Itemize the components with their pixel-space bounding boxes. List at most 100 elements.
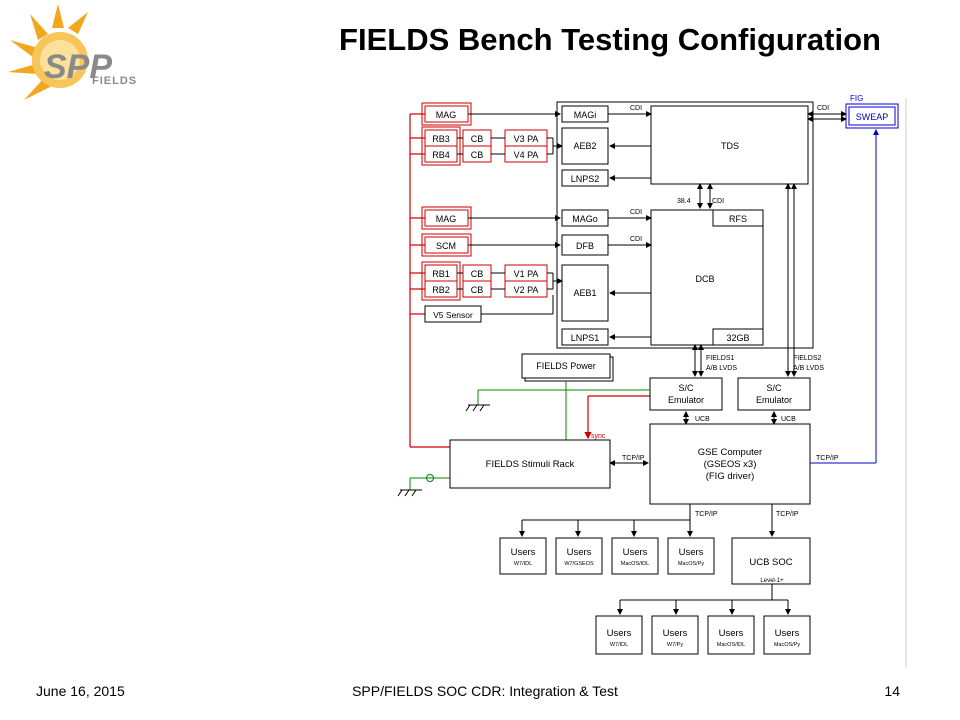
fields2-label: FIELDS2	[793, 355, 822, 362]
aeb2-label: AEB2	[573, 141, 596, 151]
mag-top-label: MAG	[436, 110, 457, 120]
sc-emulator-1-box	[649, 377, 723, 411]
sweap-label: SWEAP	[856, 112, 889, 122]
magi-label: MAGi	[574, 110, 597, 120]
lnps1-label: LNPS1	[571, 333, 600, 343]
tds-box	[650, 105, 809, 185]
users-row2-label-3: Users	[719, 628, 744, 639]
v5-label: V5 Sensor	[433, 310, 473, 320]
ucb-label-2: UCB	[781, 416, 796, 423]
slide-title: FIELDS Bench Testing Configuration	[339, 22, 881, 57]
tcpip-users-label: TCP/IP	[695, 511, 718, 518]
logo-text: SPP	[44, 48, 112, 86]
rb2-label: RB2	[432, 285, 450, 295]
users-row2-sub-4: MacOS/Py	[774, 642, 801, 648]
users-row2-box-2	[651, 615, 699, 655]
rb4-label: RB4	[432, 150, 450, 160]
rate-label: 38.4	[677, 198, 691, 205]
users-row1-box-2	[555, 537, 603, 575]
cdi-label-5: CDI	[817, 105, 829, 112]
fig-label: FIG	[850, 94, 863, 103]
dcb-box	[650, 209, 764, 346]
lnps2-label: LNPS2	[571, 174, 600, 184]
fields-power-label: FIELDS Power	[536, 361, 596, 371]
users-row2-sub-2: W7/Py	[667, 642, 683, 648]
fields-enclosure	[556, 101, 814, 349]
logo-subtext: FIELDS	[92, 75, 137, 87]
lnps2-box	[561, 169, 609, 187]
sc-emulator-2-line1: S/C	[766, 383, 782, 393]
tcpip-sweap-label: TCP/IP	[816, 455, 839, 462]
ucb-soc-label: UCB SOC	[749, 557, 792, 568]
users-row1-box-4	[667, 537, 715, 575]
mag-mid-label: MAG	[436, 214, 457, 224]
sync-label: sync	[591, 433, 606, 440]
users-row2-box-1	[595, 615, 643, 655]
aeb1-box	[561, 264, 609, 322]
gse-line3: (FIG driver)	[706, 471, 755, 482]
users-row1-sub-3: MacOS/IDL	[621, 561, 649, 567]
cdi-label-1: CDI	[630, 105, 642, 112]
users-row1-sub-1: W7/IDL	[514, 561, 532, 567]
fields-power-box	[521, 353, 611, 379]
stimuli-rack-label: FIELDS Stimuli Rack	[486, 459, 575, 470]
v3pa-label: V3 PA	[514, 134, 539, 144]
sc-emulator-1-line2: Emulator	[668, 395, 704, 405]
cb1-label: CB	[471, 134, 484, 144]
cb3-label: CB	[471, 269, 484, 279]
users-row1-label-3: Users	[623, 547, 648, 558]
footer-date: June 16, 2015	[36, 683, 125, 699]
v4pa-label: V4 PA	[514, 150, 539, 160]
sun-rays	[8, 4, 88, 100]
users-row2-label-1: Users	[607, 628, 632, 639]
users-row1-label-1: Users	[511, 547, 536, 558]
aeb2-box	[561, 127, 609, 165]
tds-label: TDS	[721, 141, 739, 151]
cdi-label-4: CDI	[712, 198, 724, 205]
cb2-label: CB	[471, 150, 484, 160]
v2pa-label: V2 PA	[514, 285, 539, 295]
sc-emulator-1-line1: S/C	[678, 383, 694, 393]
v1pa-label: V1 PA	[514, 269, 539, 279]
users-row1-label-4: Users	[679, 547, 704, 558]
spp-fields-logo: SPP FIELDS	[8, 4, 137, 100]
users-row1-sub-2: W7/GSEOS	[564, 561, 594, 567]
gb32-box	[712, 328, 764, 346]
users-row2-box-3	[707, 615, 755, 655]
gse-computer-box	[649, 423, 811, 505]
fields1-label: FIELDS1	[706, 355, 735, 362]
users-row2-label-4: Users	[775, 628, 800, 639]
dfb-label: DFB	[576, 241, 594, 251]
users-row1-box-3	[611, 537, 659, 575]
users-row2-label-2: Users	[663, 628, 688, 639]
gse-line2: (GSEOS x3)	[704, 459, 757, 470]
cb4-label: CB	[471, 285, 484, 295]
users-row2-sub-1: W7/IDL	[610, 642, 628, 648]
dcb-label: DCB	[695, 274, 714, 284]
rfs-box	[712, 209, 764, 227]
aeb1-label: AEB1	[573, 288, 596, 298]
rb1-label: RB1	[432, 269, 450, 279]
gse-line1: GSE Computer	[698, 447, 762, 458]
sc-emulator-2-line2: Emulator	[756, 395, 792, 405]
gb32-label: 32GB	[726, 333, 749, 343]
ground-lines	[409, 381, 650, 490]
tcpip-soc-label: TCP/IP	[776, 511, 799, 518]
rfs-label: RFS	[729, 214, 747, 224]
cdi-label-3: CDI	[630, 236, 642, 243]
fields1-sub: A/B LVDS	[706, 365, 737, 372]
footer-center: SPP/FIELDS SOC CDR: Integration & Test	[352, 683, 618, 699]
users-row1-box-1	[499, 537, 547, 575]
fields2-sub: A/B LVDS	[793, 365, 824, 372]
sweap-box	[848, 106, 896, 126]
sc-emulator-2-box	[737, 377, 811, 411]
users-row2-box-4	[763, 615, 811, 655]
cdi-label-2: CDI	[630, 209, 642, 216]
users-row1-label-2: Users	[567, 547, 592, 558]
tcpip-rack-label: TCP/IP	[622, 455, 645, 462]
lnps1-box	[561, 328, 609, 346]
scm-label: SCM	[436, 241, 456, 251]
stimuli-rack-box	[449, 439, 611, 489]
ucb-label-1: UCB	[695, 416, 710, 423]
